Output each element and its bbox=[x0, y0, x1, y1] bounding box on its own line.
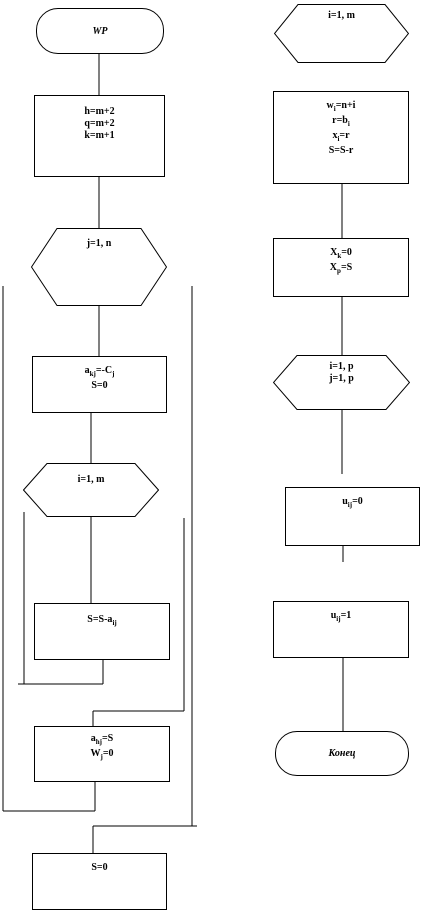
u-zero-line: uij=0 bbox=[342, 496, 363, 509]
init-block: h=m+2 q=m+2 k=m+1 bbox=[34, 95, 165, 177]
sum-block: S=S-aij bbox=[34, 603, 170, 660]
w-line-1: wi=n+i bbox=[326, 100, 356, 113]
start-label: WP bbox=[92, 25, 108, 37]
u-one-block: uij=1 bbox=[273, 601, 409, 658]
init-line-2: q=m+2 bbox=[84, 118, 115, 129]
loop-i-hexagon: i=1, m bbox=[23, 463, 159, 517]
x-line-1: Xk=0 bbox=[330, 247, 352, 260]
u-zero-block: uij=0 bbox=[285, 487, 420, 546]
loop-ij-hexagon: i=1, p j=1, p bbox=[273, 355, 410, 410]
w-line-3: xi=r bbox=[332, 130, 350, 143]
x-line-2: Xp=S bbox=[329, 262, 353, 275]
s-zero-block: S=0 bbox=[32, 853, 167, 910]
loop-i2-label: i=1, m bbox=[328, 10, 355, 21]
loop-i-label: i=1, m bbox=[77, 474, 105, 485]
w-block: wi=n+i r=bi xi=r S=S-r bbox=[273, 91, 409, 184]
u-one-line: uij=1 bbox=[330, 610, 352, 623]
end-label: Конец bbox=[328, 748, 356, 759]
assign-block: ahj=S Wj=0 bbox=[34, 726, 170, 782]
w-line-2: r=bi bbox=[332, 115, 350, 128]
init-line-1: h=m+2 bbox=[84, 106, 115, 117]
loop-ij-label-2: j=1, p bbox=[329, 373, 354, 384]
sum-line: S=S-aij bbox=[87, 614, 117, 627]
x-block: Xk=0 Xp=S bbox=[273, 238, 409, 297]
start-terminator: WP bbox=[36, 8, 164, 54]
loop-i2-hexagon: i=1, m bbox=[274, 4, 409, 63]
loop-ij-label-1: i=1, p bbox=[329, 361, 354, 372]
assign-line-1: ahj=S bbox=[90, 733, 114, 746]
assign-line-2: Wj=0 bbox=[90, 748, 114, 761]
loop-j-label: j=1, n bbox=[86, 238, 112, 249]
s-zero-line: S=0 bbox=[91, 862, 108, 873]
loop-j-hexagon: j=1, n bbox=[31, 228, 167, 306]
set-a-line-1: akj=-Cj bbox=[84, 365, 115, 378]
end-terminator: Конец bbox=[275, 731, 409, 776]
set-a-line-2: S=0 bbox=[91, 380, 108, 391]
init-line-3: k=m+1 bbox=[84, 130, 115, 141]
set-a-block: akj=-Cj S=0 bbox=[32, 356, 167, 413]
w-line-4: S=S-r bbox=[328, 145, 354, 156]
